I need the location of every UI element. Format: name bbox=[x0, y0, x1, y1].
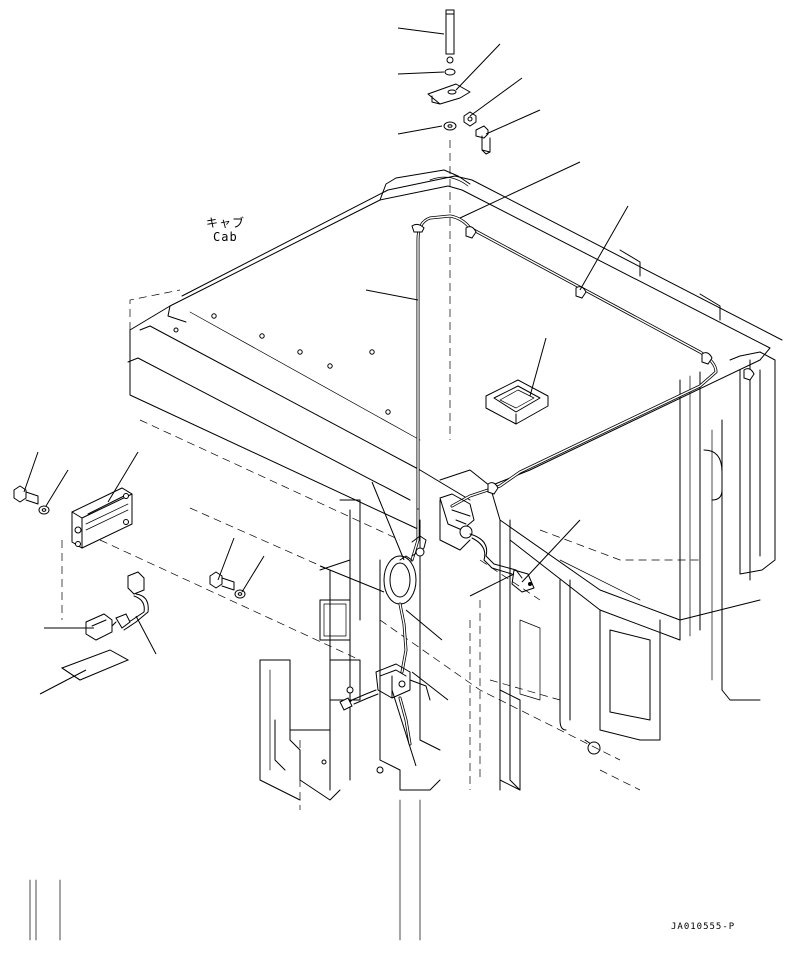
cab-label-japanese: キャブ bbox=[206, 216, 246, 230]
cab-label-english: Cab bbox=[213, 230, 238, 244]
leader-lines bbox=[23, 27, 629, 767]
roof-harness bbox=[410, 214, 755, 593]
dome-light bbox=[485, 379, 549, 425]
drawing-code: JA010555-P bbox=[671, 922, 736, 932]
antenna-stack bbox=[427, 9, 491, 155]
sub-harness bbox=[85, 571, 149, 641]
label-sheet bbox=[60, 649, 130, 681]
cab-frame bbox=[29, 140, 783, 941]
controller-module bbox=[13, 485, 246, 599]
antenna-disc-assembly bbox=[339, 535, 431, 746]
